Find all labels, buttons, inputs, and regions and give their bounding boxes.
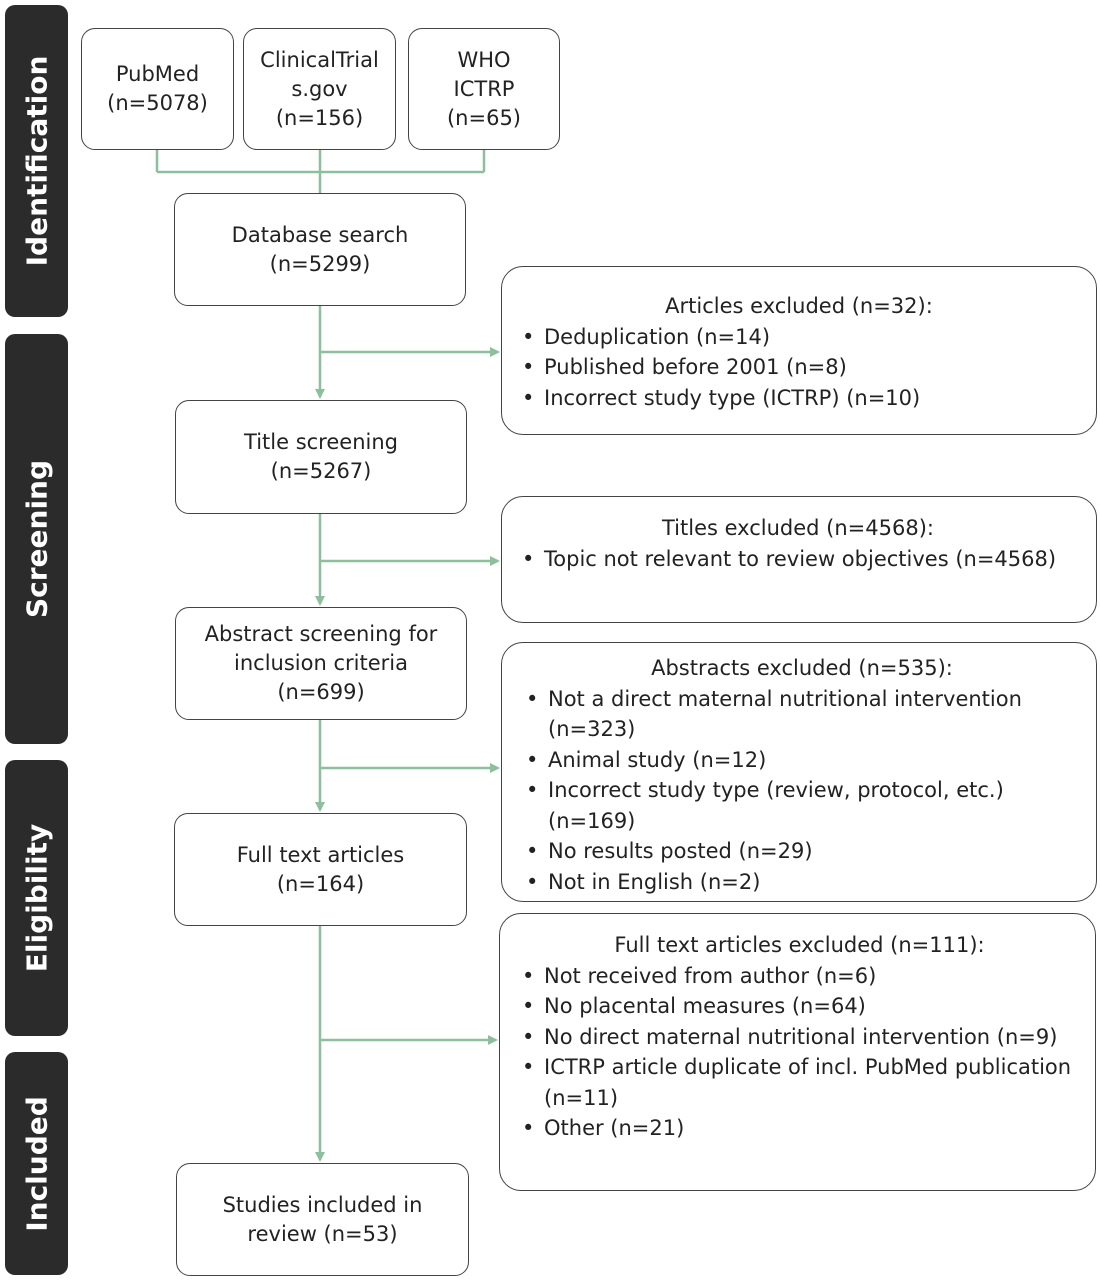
title-screening-count: (n=5267) bbox=[270, 459, 372, 483]
source-pubmed: PubMed (n=5078) bbox=[81, 28, 234, 150]
source-clinicaltrials-name-2: s.gov bbox=[291, 76, 348, 101]
full-text-excluded-box: Full text articles excluded (n=111): Not… bbox=[499, 913, 1096, 1191]
list-item: Topic not relevant to review objectives … bbox=[514, 544, 1082, 575]
phase-eligibility-label: Eligibility bbox=[20, 823, 53, 973]
list-item: Incorrect study type (ICTRP) (n=10) bbox=[514, 383, 1084, 414]
source-pubmed-name: PubMed bbox=[115, 62, 200, 86]
articles-excluded-list: Deduplication (n=14) Published before 20… bbox=[514, 322, 1084, 414]
full-text-excluded-list: Not received from author (n=6) No placen… bbox=[514, 961, 1085, 1144]
source-who-count: (n=65) bbox=[446, 105, 521, 130]
abstracts-excluded-header: Abstracts excluded (n=535): bbox=[651, 656, 953, 680]
phase-identification-label: Identification bbox=[20, 55, 53, 267]
articles-excluded-box: Articles excluded (n=32): Deduplication … bbox=[501, 266, 1097, 435]
phase-included-label: Included bbox=[20, 1095, 53, 1232]
list-item: Animal study (n=12) bbox=[518, 745, 1072, 776]
source-clinicaltrials: ClinicalTrial s.gov (n=156) bbox=[243, 28, 396, 150]
abstract-screening-line2: inclusion criteria bbox=[234, 651, 408, 675]
source-who-ictrp: WHO ICTRP (n=65) bbox=[408, 28, 560, 150]
list-item: Deduplication (n=14) bbox=[514, 322, 1084, 353]
database-search-label: Database search bbox=[231, 222, 409, 247]
full-text-count: (n=164) bbox=[276, 871, 365, 896]
title-screening-label: Title screening bbox=[244, 430, 398, 454]
list-item: Not in English (n=2) bbox=[518, 867, 1072, 898]
source-who-name-2: ICTRP bbox=[453, 76, 515, 101]
list-item: Incorrect study type (review, protocol, … bbox=[518, 775, 1072, 836]
list-item: No direct maternal nutritional intervent… bbox=[514, 1022, 1085, 1053]
phase-included: Included bbox=[5, 1052, 68, 1275]
abstract-screening-line1: Abstract screening for bbox=[204, 622, 438, 646]
list-item: ICTRP article duplicate of incl. PubMed … bbox=[514, 1052, 1085, 1113]
included-line1: Studies included in bbox=[222, 1192, 423, 1217]
included-line2: review (n=53) bbox=[247, 1221, 398, 1246]
phase-identification: Identification bbox=[5, 5, 68, 317]
abstract-screening-box: Abstract screening for inclusion criteri… bbox=[175, 607, 467, 720]
title-screening-box: Title screening (n=5267) bbox=[175, 400, 467, 514]
phase-eligibility: Eligibility bbox=[5, 760, 68, 1036]
full-text-label: Full text articles bbox=[236, 842, 405, 867]
titles-excluded-box: Titles excluded (n=4568): Topic not rele… bbox=[501, 496, 1097, 623]
titles-excluded-list: Topic not relevant to review objectives … bbox=[514, 544, 1082, 575]
phase-screening: Screening bbox=[5, 334, 68, 744]
full-text-box: Full text articles (n=164) bbox=[174, 813, 467, 926]
source-clinicaltrials-name-1: ClinicalTrial bbox=[260, 47, 379, 72]
list-item: Published before 2001 (n=8) bbox=[514, 352, 1084, 383]
titles-excluded-header: Titles excluded (n=4568): bbox=[662, 516, 934, 540]
articles-excluded-header: Articles excluded (n=32): bbox=[665, 294, 933, 318]
full-text-excluded-header: Full text articles excluded (n=111): bbox=[614, 933, 985, 957]
abstracts-excluded-list: Not a direct maternal nutritional interv… bbox=[518, 684, 1086, 898]
database-search-count: (n=5299) bbox=[269, 251, 371, 276]
phase-screening-label: Screening bbox=[20, 459, 53, 619]
list-item: No results posted (n=29) bbox=[518, 836, 1072, 867]
abstract-screening-count: (n=699) bbox=[277, 680, 365, 704]
source-who-name-1: WHO bbox=[457, 47, 511, 72]
list-item: Other (n=21) bbox=[514, 1113, 1085, 1144]
database-search-box: Database search (n=5299) bbox=[174, 193, 466, 306]
included-box: Studies included in review (n=53) bbox=[176, 1163, 469, 1276]
list-item: Not a direct maternal nutritional interv… bbox=[518, 684, 1072, 745]
source-clinicaltrials-count: (n=156) bbox=[275, 105, 364, 130]
list-item: Not received from author (n=6) bbox=[514, 961, 1085, 992]
source-pubmed-count: (n=5078) bbox=[107, 91, 208, 115]
list-item: No placental measures (n=64) bbox=[514, 991, 1085, 1022]
abstracts-excluded-box: Abstracts excluded (n=535): Not a direct… bbox=[501, 642, 1097, 902]
